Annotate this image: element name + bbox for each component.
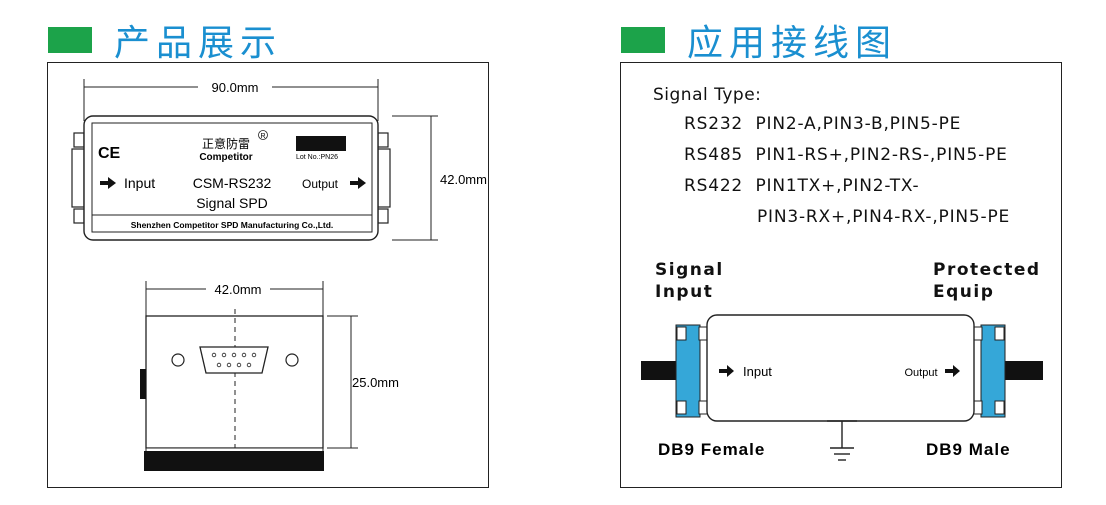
protected-equip-label: Protected Equip — [933, 260, 1041, 302]
product-display-heading: 产品展示 — [114, 23, 283, 64]
pin-assignment: PIN3-RX+,PIN4-RX-,PIN5-PE — [757, 207, 1011, 227]
height-dimension-label: 42.0mm — [440, 172, 487, 187]
db9-connector-icon — [199, 346, 269, 374]
manufacturer-name: Shenzhen Competitor SPD Manufacturing Co… — [131, 220, 334, 230]
db9-male-connector-icon — [972, 324, 1006, 418]
end-height-dimension-label: 25.0mm — [352, 375, 399, 390]
wiring-diagram-heading: 应用接线图 — [687, 23, 898, 64]
protocol-name: RS485 — [684, 145, 744, 165]
input-arrow-icon — [719, 365, 734, 377]
section-title-wiring: 应用接线图 — [621, 14, 897, 66]
signal-row: RS422 PIN1TX+,PIN2-TX- — [684, 176, 919, 196]
output-cable — [1003, 361, 1043, 380]
signal-input-label: Signal Input — [655, 260, 724, 302]
brand-english: Competitor — [199, 152, 252, 163]
din-rail-base — [144, 451, 324, 471]
output-arrow-icon — [350, 177, 366, 189]
screw-hole-icon — [171, 353, 185, 367]
device-output-label: Output — [904, 367, 937, 379]
registered-icon — [258, 130, 268, 140]
signal-type-heading: Signal Type: — [653, 85, 762, 105]
output-label: Output — [302, 177, 339, 191]
product-drawing: 90.0mm CE 正意防雷 R Competitor Lot No.:PN26… — [71, 79, 487, 471]
device-input-label: Input — [743, 364, 772, 379]
end-height-dimension — [327, 315, 358, 449]
pin-assignment: PIN2-A,PIN3-B,PIN5-PE — [755, 114, 962, 134]
pin-assignment: PIN1-RS+,PIN2-RS-,PIN5-PE — [755, 145, 1008, 165]
width-dimension-label: 90.0mm — [212, 80, 259, 95]
end-view-tab — [140, 369, 146, 399]
db9-male-label: DB9 Male — [926, 440, 1011, 459]
green-square-icon — [621, 27, 665, 53]
signal-row: RS232 PIN2-A,PIN3-B,PIN5-PE — [684, 114, 961, 134]
brand-chinese: 正意防雷 — [202, 136, 250, 151]
left-connector-flange — [71, 132, 85, 224]
db9-female-label: DB9 Female — [658, 440, 765, 459]
protocol-name: RS232 — [684, 114, 744, 134]
input-cable — [641, 361, 681, 380]
signal-row: RS485 PIN1-RS+,PIN2-RS-,PIN5-PE — [684, 145, 1008, 165]
output-arrow-icon — [945, 365, 960, 377]
pin-assignment: PIN1TX+,PIN2-TX- — [755, 176, 920, 196]
registered-mark: R — [260, 133, 265, 140]
height-dimension — [392, 115, 438, 241]
db9-pins — [211, 352, 257, 368]
width-dimension — [83, 79, 379, 121]
input-arrow-icon — [100, 177, 116, 189]
right-connector-flange — [377, 132, 391, 224]
ground-icon — [827, 420, 857, 461]
spd-label-frame — [91, 122, 373, 233]
input-label: Input — [124, 175, 155, 191]
lot-barcode — [296, 136, 346, 151]
section-title-product: 产品展示 — [48, 14, 282, 66]
model-number: CSM-RS232 — [193, 175, 272, 191]
protocol-name: RS422 — [684, 176, 744, 196]
screw-hole-icon — [285, 353, 299, 367]
green-square-icon — [48, 27, 92, 53]
wiring-drawing: Input Output DB9 Female DB9 Male — [641, 314, 1043, 461]
signal-row: PIN3-RX+,PIN4-RX-,PIN5-PE — [757, 207, 1010, 227]
product-name: Signal SPD — [196, 195, 268, 211]
lot-number: Lot No.:PN26 — [296, 154, 338, 161]
ce-mark: CE — [98, 145, 121, 162]
wiring-diagram-panel: Signal Type: RS232 PIN2-A,PIN3-B,PIN5-PE… — [620, 62, 1062, 488]
db9-female-connector-icon — [675, 324, 709, 418]
product-drawing-panel: 90.0mm CE 正意防雷 R Competitor Lot No.:PN26… — [47, 62, 489, 488]
end-width-dimension-label: 42.0mm — [215, 282, 262, 297]
